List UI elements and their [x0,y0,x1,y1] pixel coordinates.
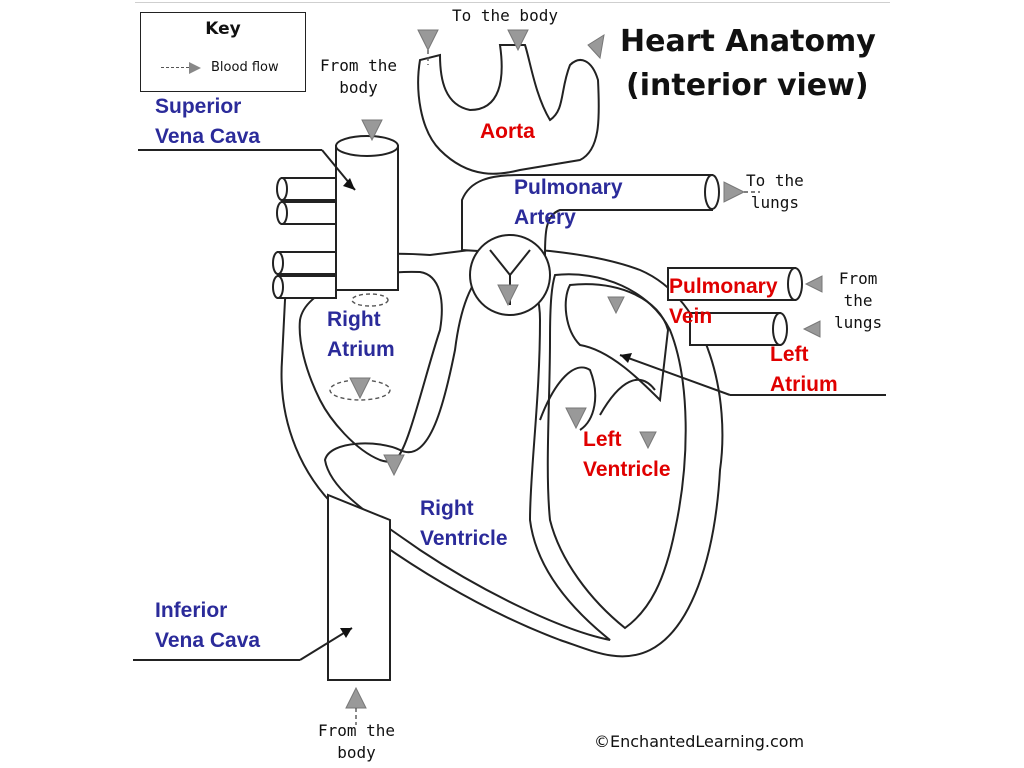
legend-dashed-line [161,67,189,68]
note-to-the-body: To the body [452,6,558,25]
aorta-arch [417,44,600,175]
note-to-the-lungs: To the lungs [746,171,804,212]
label-left-ventricle: Left Ventricle [583,428,671,481]
legend-item-blood-flow: Blood flow [211,60,279,75]
inferior-vena-cava-tube [327,493,391,681]
legend-title: Key [205,19,241,39]
note-from-the-body-top: From the body [320,56,398,97]
note-from-the-body-bottom: From the body [318,721,396,762]
label-inferior-vena-cava: Inferior Vena Cava [155,599,261,652]
title-line-2: (interior view) [626,68,869,103]
top-rule [135,2,890,3]
label-right-ventricle: Right Ventricle [420,497,508,550]
left-ventricle-wall [546,273,687,630]
blood-flow-arrow-icon [189,62,201,74]
superior-vena-cava-tube [335,145,399,291]
title-line-1: Heart Anatomy [620,24,876,59]
note-from-the-lungs: From the lungs [834,269,883,332]
right-ventricle-wall [323,263,611,641]
label-right-atrium: Right Atrium [327,308,395,361]
copyright-text: ©EnchantedLearning.com [594,732,805,751]
label-pulmonary-artery: Pulmonary Artery [514,176,623,229]
legend-box: Key Blood flow [140,12,306,92]
label-pulmonary-vein: Pulmonary Vein [669,275,778,328]
label-superior-vena-cava: Superior Vena Cava [155,95,261,148]
label-aorta: Aorta [480,120,535,143]
label-left-atrium: Left Atrium [770,343,838,396]
